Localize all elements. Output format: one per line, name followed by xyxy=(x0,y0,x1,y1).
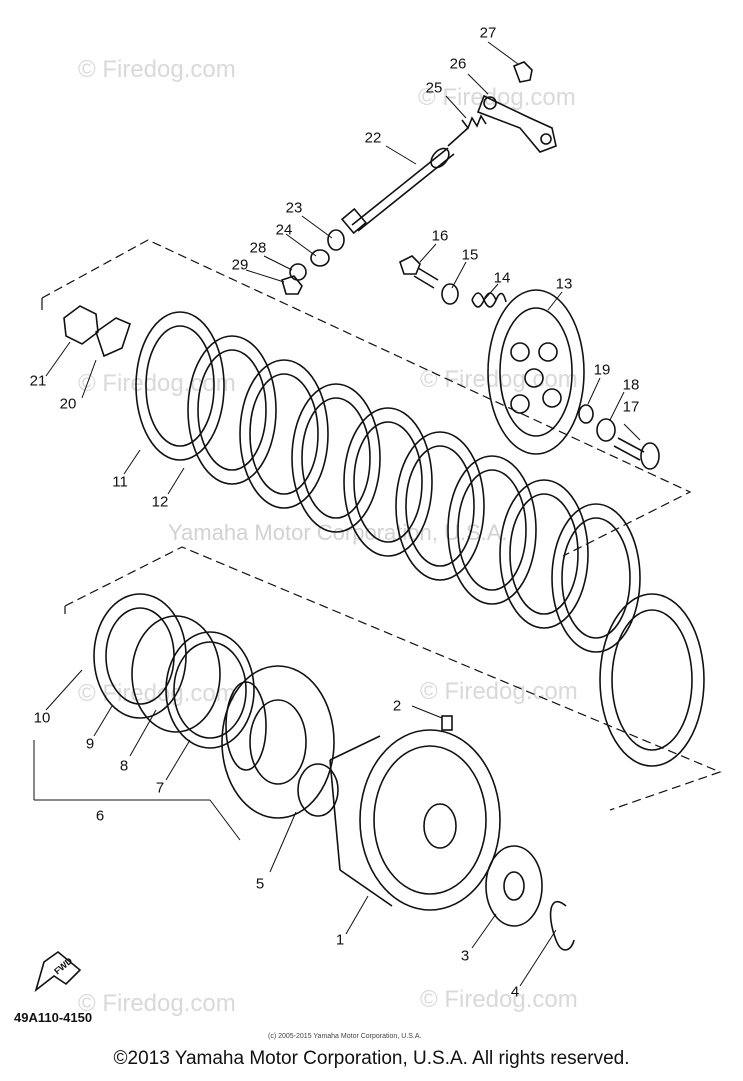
callout-15: 15 xyxy=(461,246,479,264)
lever-clip xyxy=(512,61,533,83)
callout-20: 20 xyxy=(59,395,77,413)
firedog-watermark: © Firedog.com xyxy=(420,986,578,1013)
firedog-watermark: © Firedog.com xyxy=(78,370,236,397)
callout-28: 28 xyxy=(249,239,267,257)
callout-22: 22 xyxy=(364,129,382,147)
callout-10: 10 xyxy=(33,709,51,727)
lock-washer-20 xyxy=(95,317,131,358)
callout-2: 2 xyxy=(392,697,402,715)
clutch-spring-14 xyxy=(471,292,507,308)
friction-plate-stack xyxy=(135,311,705,767)
callout-5: 5 xyxy=(255,875,265,893)
callout-4: 4 xyxy=(510,983,520,1001)
callout-3: 3 xyxy=(460,947,470,965)
pin-2 xyxy=(441,715,453,731)
firedog-watermark: © Firedog.com xyxy=(78,990,236,1017)
washer-28 xyxy=(289,263,307,281)
nut-21 xyxy=(63,305,99,345)
firedog-watermark: © Firedog.com xyxy=(420,678,578,705)
callout-14: 14 xyxy=(493,269,511,287)
callout-11: 11 xyxy=(112,473,128,491)
callout-21: 21 xyxy=(29,372,47,390)
nut-24 xyxy=(310,249,330,267)
callout-18: 18 xyxy=(622,376,640,394)
push-rod-17 xyxy=(613,437,660,470)
return-spring xyxy=(461,114,487,130)
clutch-lever xyxy=(476,94,557,153)
callout-24: 24 xyxy=(275,221,293,239)
fwd-arrow-icon xyxy=(34,950,82,993)
circlip-4 xyxy=(549,900,575,951)
callout-6: 6 xyxy=(95,807,105,825)
washer-23 xyxy=(327,229,345,251)
callout-8: 8 xyxy=(119,757,129,775)
callout-23: 23 xyxy=(285,199,303,217)
bearing-18 xyxy=(596,418,616,442)
push-rod xyxy=(340,127,469,235)
callout-19: 19 xyxy=(593,361,611,379)
callout-12: 12 xyxy=(151,493,169,511)
callout-29: 29 xyxy=(231,256,249,274)
callout-9: 9 xyxy=(85,735,95,753)
callout-16: 16 xyxy=(431,227,449,245)
pressure-plate xyxy=(487,289,585,455)
callout-13: 13 xyxy=(555,275,573,293)
clutch-housing xyxy=(329,729,501,911)
firedog-watermark: © Firedog.com xyxy=(418,84,576,111)
clutch-boss xyxy=(221,665,339,819)
leader-lines xyxy=(33,41,641,987)
firedog-watermark: © Firedog.com xyxy=(78,680,236,707)
callout-1: 1 xyxy=(335,931,345,949)
drive-gear xyxy=(485,845,543,927)
firedog-watermark: © Firedog.com xyxy=(78,56,236,83)
washer-19 xyxy=(578,404,594,424)
footer-copyright: ©2013 Yamaha Motor Corporation, U.S.A. A… xyxy=(113,1048,630,1069)
part-code: 49A110-4150 xyxy=(14,1010,93,1025)
callout-25: 25 xyxy=(425,79,443,97)
small-copyright: (c) 2005-2015 Yamaha Motor Corporation, … xyxy=(268,1033,422,1040)
callout-27: 27 xyxy=(479,24,497,42)
callout-7: 7 xyxy=(155,779,165,797)
callout-17: 17 xyxy=(622,398,640,416)
damper-ring-set xyxy=(93,593,255,749)
callout-26: 26 xyxy=(449,55,467,73)
lower-group-boundary xyxy=(64,546,722,811)
upper-group-boundary xyxy=(41,239,692,557)
bolt-16 xyxy=(399,255,439,289)
lock-washer-29 xyxy=(281,275,303,295)
washer-15 xyxy=(441,283,459,305)
